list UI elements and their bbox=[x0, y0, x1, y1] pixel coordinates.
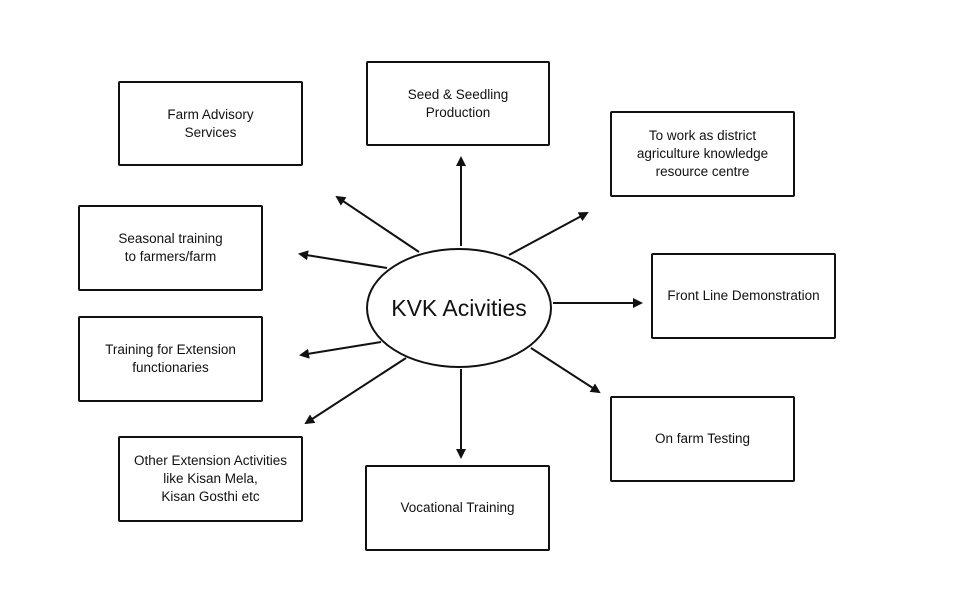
node-on-farm-testing: On farm Testing bbox=[610, 396, 795, 482]
node-seasonal-training: Seasonal training to farmers/farm bbox=[78, 205, 263, 291]
node-other-extension-activities: Other Extension Activities like Kisan Me… bbox=[118, 436, 303, 522]
center-node-kvk-activities: KVK Acivities bbox=[366, 248, 552, 368]
node-farm-advisory-services: Farm Advisory Services bbox=[118, 81, 303, 166]
node-seed-seedling-production: Seed & Seedling Production bbox=[366, 61, 550, 146]
node-label: Training for Extension functionaries bbox=[105, 342, 236, 375]
node-vocational-training: Vocational Training bbox=[365, 465, 550, 551]
node-district-knowledge-centre: To work as district agriculture knowledg… bbox=[610, 111, 795, 197]
arrow-to-seasonal-training bbox=[298, 250, 388, 269]
node-label: On farm Testing bbox=[654, 431, 751, 446]
arrow-to-district-centre bbox=[508, 212, 589, 256]
arrow-to-extension-training bbox=[299, 341, 382, 359]
node-label: Vocational Training bbox=[400, 500, 515, 515]
node-label: Farm Advisory Services bbox=[167, 106, 254, 140]
node-label: Seed & Seedling Production bbox=[407, 86, 509, 120]
center-node-label: KVK Acivities bbox=[391, 294, 527, 321]
arrow-to-on-farm-testing bbox=[530, 347, 601, 394]
node-label: Front Line Demonstration bbox=[667, 288, 820, 303]
node-training-extension-functionaries: Training for Extension functionaries bbox=[78, 316, 263, 402]
node-label: Other Extension Activities like Kisan Me… bbox=[133, 453, 288, 504]
node-front-line-demonstration: Front Line Demonstration bbox=[651, 253, 836, 339]
node-label: Seasonal training to farmers/farm bbox=[118, 231, 223, 264]
arrow-to-other-extension bbox=[304, 357, 407, 425]
node-label: To work as district agriculture knowledg… bbox=[636, 128, 769, 179]
arrow-to-farm-advisory bbox=[335, 195, 420, 253]
